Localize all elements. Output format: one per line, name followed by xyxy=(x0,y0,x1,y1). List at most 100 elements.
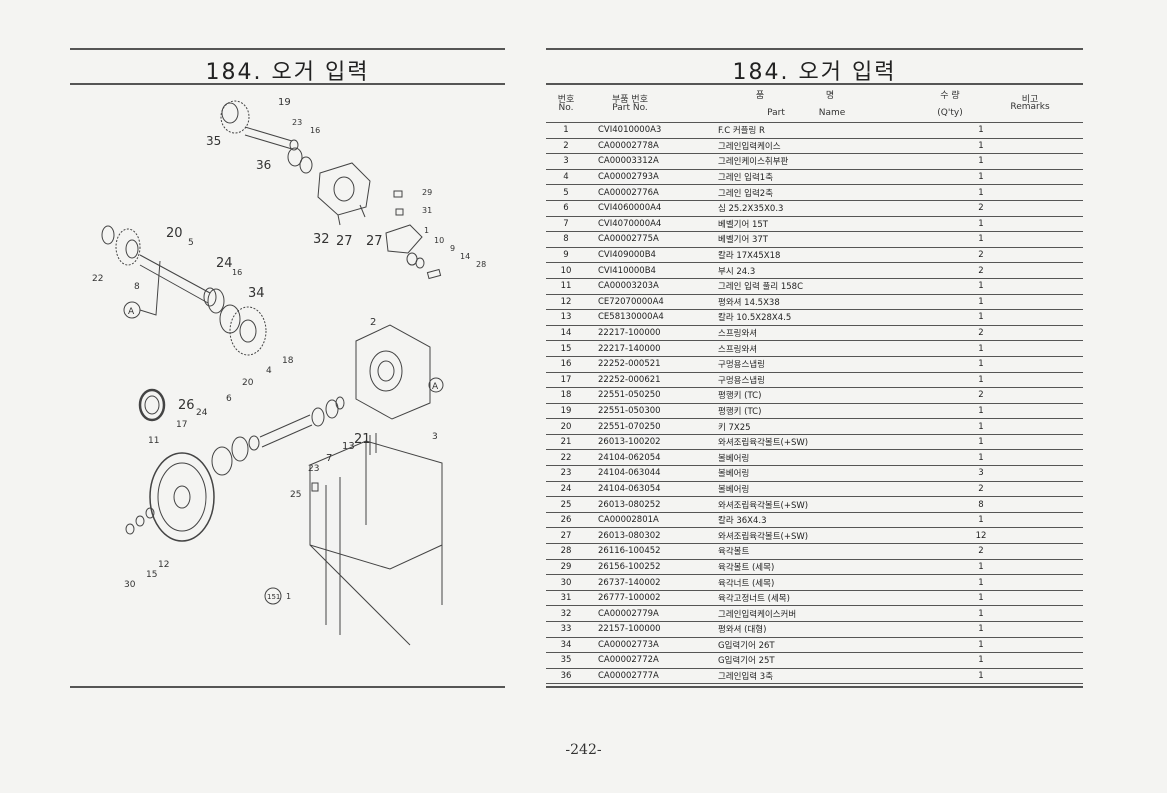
row-number: 29 xyxy=(546,559,586,576)
remarks xyxy=(1014,387,1083,404)
callout-18: 18 xyxy=(282,356,294,366)
part-name: 구멍용스냅링 xyxy=(714,372,948,389)
quantity: 1 xyxy=(948,559,1014,576)
remarks xyxy=(1014,559,1083,576)
right-page-title: 184. 오거 입력 xyxy=(732,60,897,85)
part-number: 22551-070250 xyxy=(586,418,714,435)
row-number: 15 xyxy=(546,340,586,357)
part-number: CA00002778A xyxy=(586,138,714,155)
part-name: 볼베어링 xyxy=(714,449,948,467)
part-name: 키 7X25 xyxy=(714,418,948,435)
quantity: 1 xyxy=(948,356,1014,373)
part-number: 22217-140000 xyxy=(586,340,714,357)
header-name-en-1: Part xyxy=(767,108,785,118)
part-number: CVI409000B4 xyxy=(586,247,714,264)
part-number: CA00002779A xyxy=(586,605,714,622)
callout-36: 36 xyxy=(256,158,271,172)
part-number: 24104-063044 xyxy=(586,465,714,482)
remarks xyxy=(1014,668,1083,685)
part-name: 와셔조립육각볼트(+SW) xyxy=(714,434,948,451)
quantity: 8 xyxy=(948,496,1014,513)
quantity: 1 xyxy=(948,418,1014,435)
part-name: 평와셔 14.5X38 xyxy=(714,294,948,311)
part-name: 심 25.2X35X0.3 xyxy=(714,200,948,217)
gear-35 xyxy=(220,100,250,134)
remarks xyxy=(1014,465,1083,482)
remarks xyxy=(1014,434,1083,451)
remarks xyxy=(1014,294,1083,311)
header-name-ko-2: 명 xyxy=(825,91,835,101)
header-qty-en: (Q'ty) xyxy=(937,108,963,118)
row-number: 12 xyxy=(546,294,586,311)
callout-24: 24 xyxy=(216,256,233,271)
part-number: CVI4010000A3 xyxy=(586,122,714,139)
row-number: 27 xyxy=(546,527,586,545)
part-name: 평행키 (TC) xyxy=(714,387,948,404)
callout-23: 23 xyxy=(292,118,302,127)
quantity: 1 xyxy=(948,590,1014,607)
part-number: CVI4070000A4 xyxy=(586,216,714,233)
page-number: -242- xyxy=(565,742,602,758)
callout-16: 16 xyxy=(310,126,320,135)
part-name: 육각너트 (세목) xyxy=(714,574,948,591)
quantity: 1 xyxy=(948,309,1014,326)
right-bottom-rule xyxy=(546,686,1083,688)
quantity: 2 xyxy=(948,262,1014,279)
part-number: 26116-100452 xyxy=(586,543,714,560)
bracket-1 xyxy=(385,224,423,254)
quantity: 3 xyxy=(948,465,1014,482)
quantity: 1 xyxy=(948,216,1014,233)
callout-1-b: 1 xyxy=(286,592,291,601)
part-name: 베벨기어 37T xyxy=(714,231,948,248)
callout-22: 22 xyxy=(92,274,103,284)
header-part-en: Part No. xyxy=(612,103,648,113)
quantity: 2 xyxy=(948,200,1014,217)
part-name: 그레인입력케이스 xyxy=(714,138,948,155)
callout-26: 26 xyxy=(178,398,195,413)
callout-35: 35 xyxy=(206,134,221,148)
callout-20-b: 20 xyxy=(242,378,254,388)
row-number: 11 xyxy=(546,278,586,295)
row-number: 3 xyxy=(546,153,586,170)
remarks xyxy=(1014,449,1083,467)
part-number: CVI4060000A4 xyxy=(586,200,714,217)
part-name: 볼베어링 xyxy=(714,465,948,482)
callout-5: 5 xyxy=(188,238,194,248)
callout-11: 11 xyxy=(148,436,159,446)
part-number: 22252-000621 xyxy=(586,372,714,389)
remarks xyxy=(1014,403,1083,420)
quantity: 2 xyxy=(948,481,1014,498)
row-number: 34 xyxy=(546,637,586,654)
callout-25: 25 xyxy=(290,490,301,500)
part-name: 칼라 10.5X28X4.5 xyxy=(714,309,948,326)
callout-14: 14 xyxy=(460,252,470,261)
header-no-ko: 번호 xyxy=(557,95,575,105)
header-name-ko-1: 품 xyxy=(755,91,765,101)
part-name: 부시 24.3 xyxy=(714,262,948,279)
callout-a-left: A xyxy=(128,307,135,317)
remarks xyxy=(1014,418,1083,435)
remarks xyxy=(1014,356,1083,373)
header-qty-ko: 수 량 xyxy=(940,91,960,101)
part-name: 평행키 (TC) xyxy=(714,403,948,420)
callout-12: 12 xyxy=(158,560,169,570)
part-name: 그레인입력케이스커버 xyxy=(714,605,948,622)
row-number: 4 xyxy=(546,169,586,186)
pulley-11 xyxy=(149,452,215,542)
quantity: 1 xyxy=(948,169,1014,186)
